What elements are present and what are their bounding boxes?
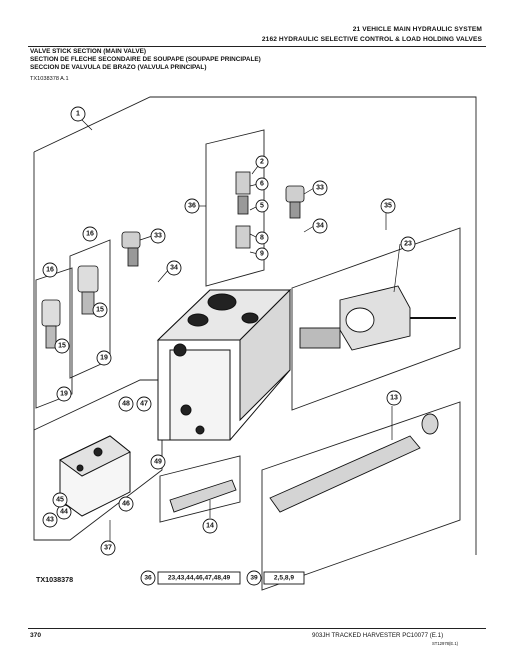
callout-34: 34 xyxy=(170,265,178,272)
legend-items-36: 23,43,44,46,47,48,49 xyxy=(168,575,231,582)
callout-8: 8 xyxy=(260,235,264,242)
callout-16: 16 xyxy=(46,267,54,274)
callout-47: 47 xyxy=(140,401,148,408)
group-box-14 xyxy=(159,455,241,523)
callout-14: 14 xyxy=(206,523,214,530)
callout-33: 33 xyxy=(154,233,162,240)
footer-rule xyxy=(28,628,486,629)
callout-34: 34 xyxy=(316,223,324,230)
legend-key-36: 36 xyxy=(144,575,152,582)
callout-13: 13 xyxy=(390,395,398,402)
illustration-reference: TX1038378 A.1 xyxy=(30,76,69,82)
callout-6: 6 xyxy=(260,181,264,188)
main-frame xyxy=(33,96,477,555)
group-header: 2162 HYDRAULIC SELECTIVE CONTROL & LOAD … xyxy=(261,36,482,43)
title-english: VALVE STICK SECTION (MAIN VALVE) xyxy=(30,48,146,55)
callout-46: 46 xyxy=(122,501,130,508)
spool-assembly xyxy=(269,413,439,513)
callout-19: 19 xyxy=(100,355,108,362)
callout-19: 19 xyxy=(60,391,68,398)
section-header: 21 VEHICLE MAIN HYDRAULIC SYSTEM xyxy=(352,26,482,33)
model-info: 903JH TRACKED HARVESTER PC10077 (E.1) xyxy=(312,632,444,639)
callout-15: 15 xyxy=(58,343,66,350)
callout-43: 43 xyxy=(46,517,54,524)
callout-37: 37 xyxy=(104,545,112,552)
callout-1: 1 xyxy=(76,111,80,118)
spool-14 xyxy=(169,479,237,513)
title-french: SECTION DE FLECHE SECONDAIRE DE SOUPAPE … xyxy=(30,56,261,63)
figure-reference: TX1038378 xyxy=(36,575,74,584)
title-spanish: SECCION DE VALVULA DE BRAZO (VALVULA PRI… xyxy=(30,64,207,71)
callout-45: 45 xyxy=(56,497,64,504)
valve-body xyxy=(156,288,292,441)
callout-16: 16 xyxy=(86,231,94,238)
callout-23: 23 xyxy=(404,241,412,248)
legend xyxy=(140,570,305,586)
legend-items-39: 2,5,8,9 xyxy=(274,575,294,582)
solenoid-cartridges xyxy=(41,265,99,349)
group-box-36 xyxy=(205,129,265,287)
page-number: 370 xyxy=(30,632,42,639)
callout-33: 33 xyxy=(316,185,324,192)
callout-48: 48 xyxy=(122,401,130,408)
callout-5: 5 xyxy=(260,203,264,210)
callout-35: 35 xyxy=(384,203,392,210)
spool-cap xyxy=(299,285,456,351)
callout-36: 36 xyxy=(188,203,196,210)
callout-44: 44 xyxy=(60,509,68,516)
legend-key-39: 39 xyxy=(250,575,258,582)
cartridge-valves xyxy=(121,171,305,267)
header-rule xyxy=(28,46,486,47)
callout-2: 2 xyxy=(260,159,264,166)
callout-9: 9 xyxy=(260,251,264,258)
group-box-37 xyxy=(33,379,163,541)
document-code: ST12978(E.1) xyxy=(432,641,459,646)
group-box-13 xyxy=(261,401,461,591)
callout-15: 15 xyxy=(96,307,104,314)
callout-49: 49 xyxy=(154,459,162,466)
